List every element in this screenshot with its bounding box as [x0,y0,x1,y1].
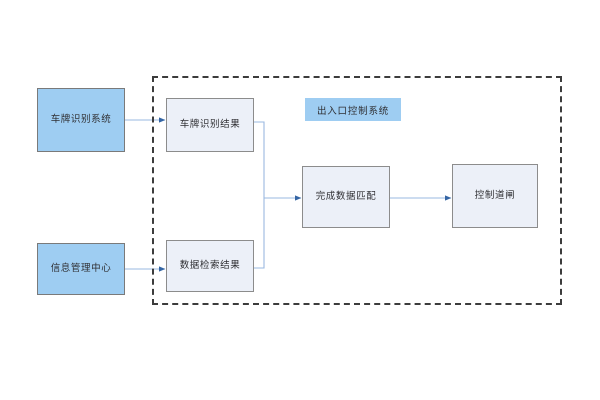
node-data-match[interactable]: 完成数据匹配 [302,166,390,228]
node-data-result[interactable]: 数据检索结果 [166,240,254,292]
node-control-barrier[interactable]: 控制道闸 [452,164,538,228]
node-info-center[interactable]: 信息管理中心 [37,243,125,295]
system-boundary-entrance-exit-control [152,76,562,305]
node-lpr-system[interactable]: 车牌识别系统 [37,88,125,152]
group-label-entrance-exit-control: 出入口控制系统 [305,98,401,121]
node-lpr-result[interactable]: 车牌识别结果 [166,98,254,152]
edge-lpr-result-to-junction [254,121,265,198]
edge-data-result-to-junction [254,198,265,269]
